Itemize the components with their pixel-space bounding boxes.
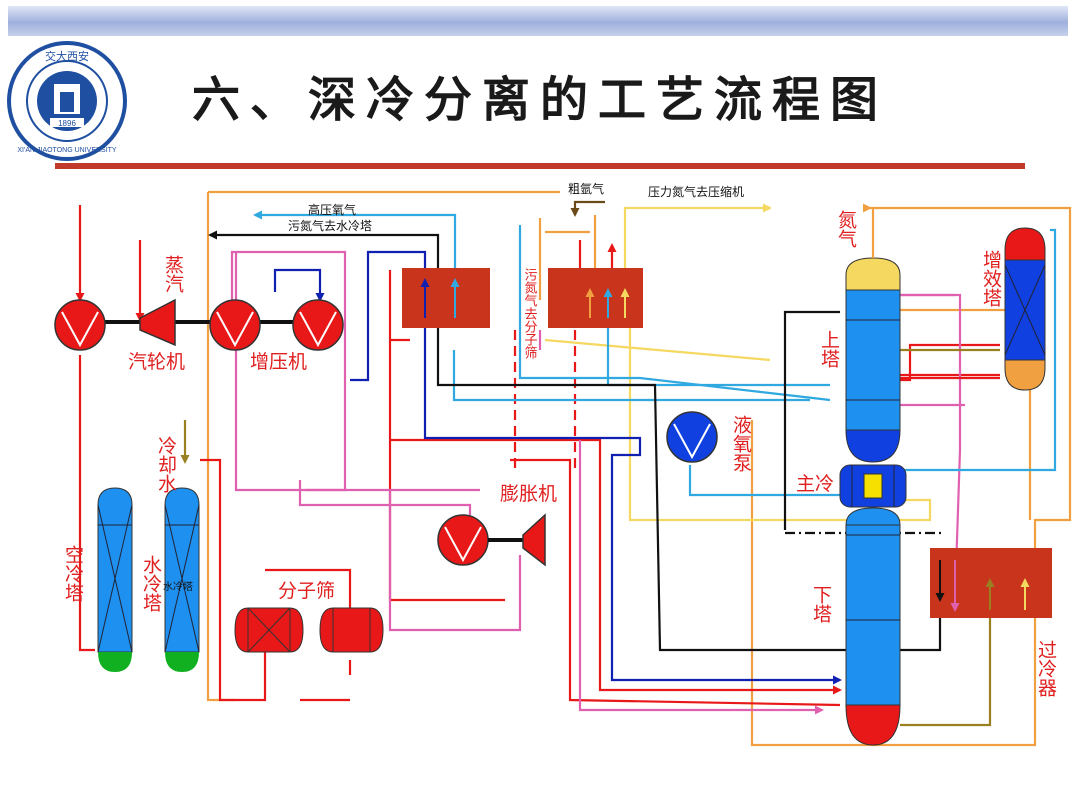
air-compressor (54, 299, 106, 351)
label-upper-column: 上塔 (818, 330, 840, 368)
label-turbine: 汽轮机 (128, 351, 185, 373)
label-expander: 膨胀机 (500, 483, 557, 505)
label-pressure-n2-to-compressor: 压力氮气去压缩机 (648, 184, 744, 199)
pipe-cyan-lox (688, 465, 845, 497)
label-molecular-sieve: 分子筛 (278, 580, 335, 602)
main-heat-exchanger-1 (402, 268, 490, 328)
pipe-black-long (436, 300, 942, 652)
molecular-sieve-2 (319, 607, 384, 653)
upper-column (845, 257, 901, 463)
pipe-pink-a (230, 250, 347, 492)
label-booster-tower: 增效塔 (980, 250, 1002, 307)
label-steam: 蒸汽 (162, 255, 184, 293)
pipe-olive-a (900, 348, 1000, 727)
booster-tower (1004, 227, 1046, 391)
label-water-cooling-tower: 水冷塔 (140, 555, 162, 612)
university-logo: 1896 交大西安 XI'AN JIAOTONG UNIVERSITY (7, 41, 127, 161)
title-bar-gradient (8, 6, 1068, 36)
pipe-brown-argon (570, 200, 605, 217)
logo-ring-text: XI'AN JIAOTONG UNIVERSITY (17, 147, 117, 154)
label-booster: 增压机 (250, 351, 307, 373)
label-main-condenser: 主冷 (796, 473, 834, 495)
booster-compressor-2 (292, 299, 344, 351)
pipe-navy-main (350, 250, 842, 685)
pipe-red-to-lower (390, 438, 842, 695)
label-waste-n2-to-sieve: 污氮气去分子筛 (522, 268, 538, 360)
label-air-cooling-tower: 空冷塔 (62, 545, 84, 602)
pipe-yellow-to-compressor (623, 203, 772, 300)
pipe-pink-b (298, 480, 472, 515)
air-cooling-tower (97, 487, 133, 672)
pipe-pink-lower (578, 440, 824, 715)
lower-column (845, 507, 901, 746)
label-cooling-water: 冷却水 (155, 436, 177, 493)
pipe-black-upper (783, 310, 840, 530)
label-crude-argon: 粗氩气 (568, 181, 604, 196)
pipe-red-cooler-out (200, 458, 267, 702)
pipe-orange-top-right (750, 203, 1072, 747)
turbine-steam (139, 298, 176, 347)
water-cooling-tower (164, 487, 200, 672)
label-water-cooling-inner: 水冷塔 (163, 580, 193, 593)
label-hp-oxygen: 高压氧气 (308, 202, 356, 217)
pipe-red-to-lower2 (510, 458, 841, 707)
pipe-red-upper-loop (900, 343, 1000, 382)
main-heat-exchanger-2 (548, 268, 643, 328)
main-condenser (839, 464, 907, 508)
label-liquid-oxygen-pump: 液氧泵 (730, 415, 752, 472)
pipe-yellow-long (544, 300, 932, 522)
shaft-line (100, 320, 295, 324)
title-divider (55, 163, 1025, 169)
label-waste-n2-to-water-tower: 污氮气去水冷塔 (288, 218, 372, 233)
slide-title: 六、深冷分离的工艺流程图 (191, 72, 888, 128)
pipe-cyan-right (895, 228, 1057, 472)
pipe-navy-booster (273, 268, 325, 302)
pipe-red-air-down (78, 355, 95, 652)
expander-compressor (437, 513, 546, 567)
liquid-oxygen-pump (666, 411, 718, 463)
logo-top-text: 交大西安 (45, 49, 89, 63)
logo-year: 1896 (58, 119, 76, 128)
booster-compressor-1 (209, 299, 261, 351)
label-lower-column: 下塔 (810, 585, 832, 623)
label-subcooler: 过冷器 (1035, 640, 1057, 697)
molecular-sieve-1 (234, 607, 304, 653)
pipe-pink-expander (305, 488, 522, 632)
label-nitrogen: 氮气 (835, 210, 857, 248)
